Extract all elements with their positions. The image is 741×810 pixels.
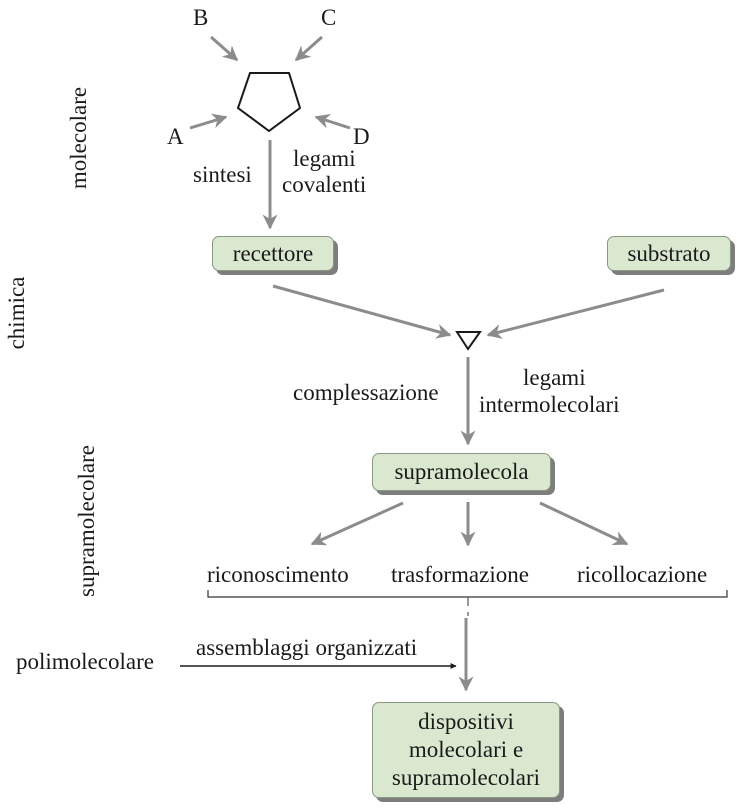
reactant-label-c: C [321,5,337,30]
intermolecular-bonds-label-2: intermolecolari [479,392,620,417]
function-trasformazione: trasformazione [391,562,529,587]
node-supramolecola-label: supramolecola [394,459,529,484]
arrow-recettore-to-complex [272,284,452,339]
synthesis-label: sintesi [193,162,252,187]
arrow-substrato-to-complex [486,288,665,339]
functions-bracket [207,590,728,598]
reactant-label-d: D [353,124,370,149]
node-dispositivi-line-1: dispositivi [418,709,514,734]
side-label-chimica: chimica [4,276,29,350]
arrow-b-to-ring [210,35,239,62]
function-riconoscimento: riconoscimento [207,562,349,587]
side-label-supramolecolare: supramolecolare [74,445,99,597]
arrow-to-riconoscimento [310,501,404,546]
node-supramolecola: supramolecola [372,453,551,491]
arrow-d-to-ring [314,114,351,130]
intermolecular-bonds-label-1: legami [523,365,586,390]
polimolecolare-label: polimolecolare [16,649,154,674]
node-substrato: substrato [607,236,731,271]
arrow-a-to-ring [189,113,228,130]
complexation-label: complessazione [293,380,439,405]
pentagon-molecule [236,72,302,133]
node-dispositivi-line-3: supramolecolari [391,765,541,790]
node-recettore: recettore [212,236,334,271]
covalent-bonds-label-1: legami [293,146,356,171]
node-dispositivi-line-2: molecolari e [408,737,524,762]
triangle-binding-site [455,331,482,351]
covalent-bonds-label-2: covalenti [282,172,367,197]
reactant-label-a: A [167,124,184,149]
function-ricollocazione: ricollocazione [577,562,708,587]
node-recettore-label: recettore [232,240,314,266]
side-label-molecolare: molecolare [66,86,91,190]
reactant-label-b: B [193,5,209,30]
organized-assemblies-label: assemblaggi organizzati [196,635,418,660]
arrow-to-ricollocazione [539,501,629,546]
arrow-c-to-ring [294,35,323,62]
node-dispositivi: dispositivi molecolari e supramolecolari [372,702,560,798]
node-substrato-label: substrato [627,240,711,266]
